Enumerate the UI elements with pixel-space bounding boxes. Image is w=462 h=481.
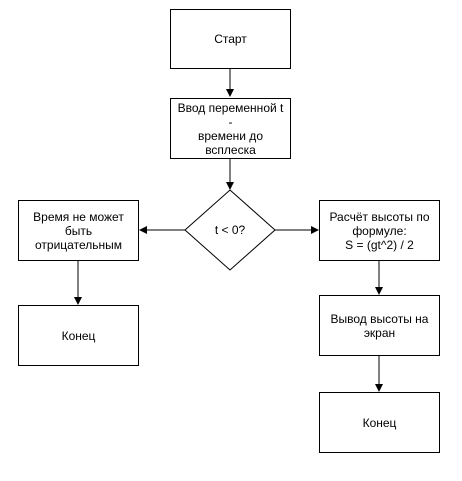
- error-node-label: Время не может быть отрицательным: [33, 209, 124, 252]
- decision-node: t < 0?: [185, 190, 275, 270]
- decision-diamond: [184, 189, 276, 271]
- end-node-left-label: Конец: [61, 328, 96, 343]
- end-node-left: Конец: [18, 305, 139, 366]
- output-node: Вывод высоты на экран: [319, 295, 440, 356]
- start-node: Старт: [170, 9, 291, 69]
- error-node: Время не может быть отрицательным: [18, 200, 139, 261]
- end-node-right-label: Конец: [362, 415, 397, 430]
- calc-node: Расчёт высоты по формуле: S = (gt^2) / 2: [319, 200, 440, 261]
- input-node: Ввод переменной t - времени до всплеска: [170, 98, 291, 159]
- decision-node-label: t < 0?: [214, 223, 246, 237]
- input-node-label: Ввод переменной t - времени до всплеска: [177, 100, 284, 157]
- calc-node-label: Расчёт высоты по формуле: S = (gt^2) / 2: [329, 209, 430, 252]
- output-node-label: Вывод высоты на экран: [330, 311, 429, 340]
- start-node-label: Старт: [214, 32, 247, 46]
- end-node-right: Конец: [319, 392, 440, 453]
